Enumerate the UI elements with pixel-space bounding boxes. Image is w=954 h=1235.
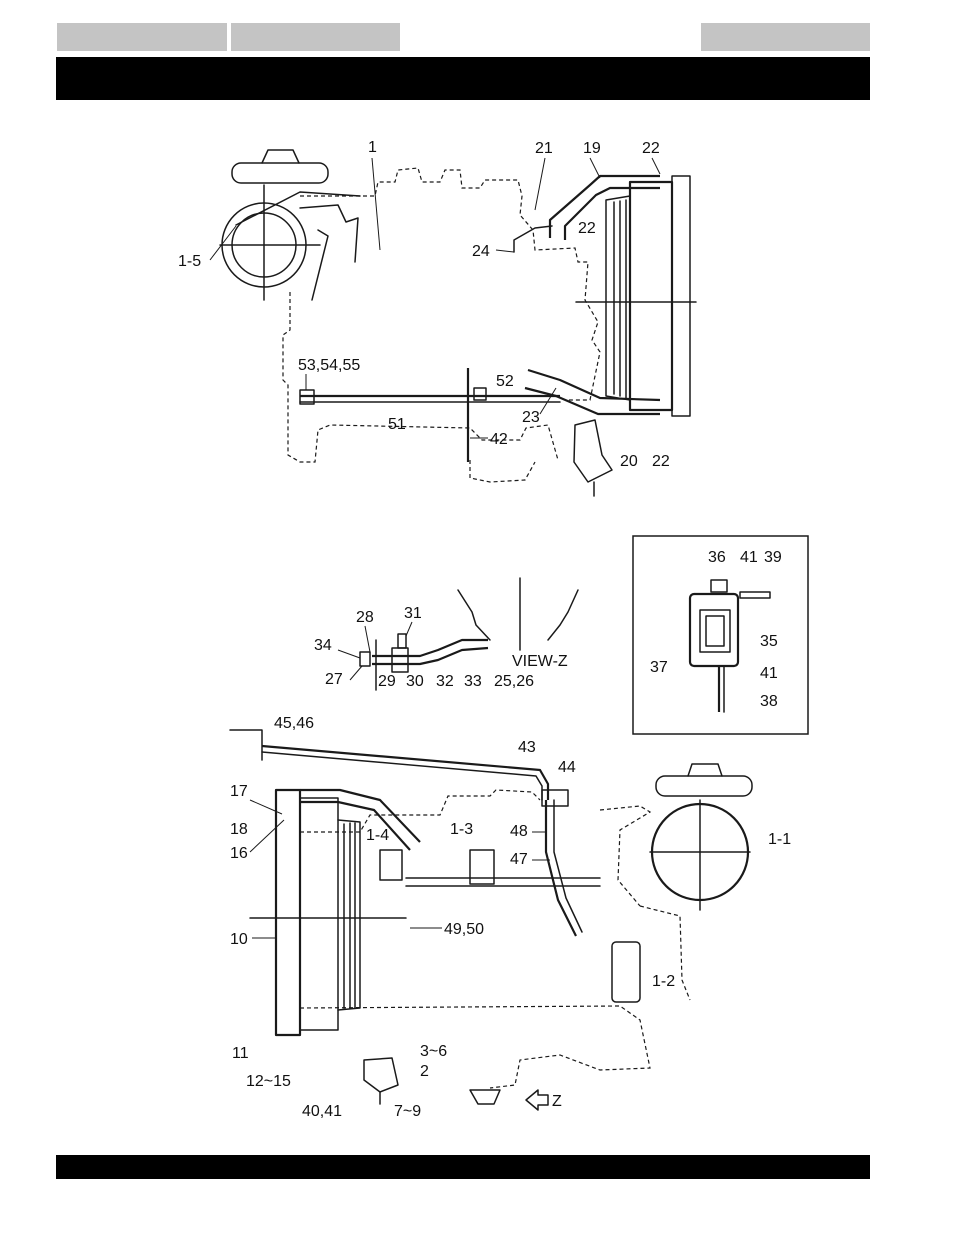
inset-box: 36 41 39 35 37 41 38 — [633, 536, 808, 734]
svg-text:16: 16 — [230, 845, 248, 862]
svg-text:1-5: 1-5 — [178, 253, 201, 270]
svg-text:30: 30 — [406, 673, 424, 690]
svg-text:43: 43 — [518, 739, 536, 756]
svg-text:28: 28 — [356, 609, 374, 626]
svg-text:10: 10 — [230, 931, 248, 948]
svg-text:1-1: 1-1 — [768, 831, 791, 848]
radiator-core-lower — [276, 790, 300, 1035]
view-z-caption: VIEW-Z — [512, 653, 568, 670]
radiator-core — [630, 182, 672, 410]
lower-view: Z 45,46 43 44 17 18 16 1-4 1-3 48 47 1-1… — [230, 715, 791, 1120]
svg-text:25,26: 25,26 — [494, 673, 534, 690]
svg-text:22: 22 — [642, 140, 660, 157]
svg-text:32: 32 — [436, 673, 454, 690]
svg-text:18: 18 — [230, 821, 248, 838]
svg-text:51: 51 — [388, 416, 406, 433]
air-cleaner-cap — [232, 163, 328, 183]
svg-text:48: 48 — [510, 823, 528, 840]
svg-text:34: 34 — [314, 637, 332, 654]
svg-text:22: 22 — [578, 220, 596, 237]
svg-text:37: 37 — [650, 659, 668, 676]
svg-text:17: 17 — [230, 783, 248, 800]
svg-text:41: 41 — [740, 549, 758, 566]
svg-text:27: 27 — [325, 671, 343, 688]
svg-text:12~15: 12~15 — [246, 1073, 291, 1090]
svg-text:41: 41 — [760, 665, 778, 682]
svg-text:1-2: 1-2 — [652, 973, 675, 990]
svg-text:33: 33 — [464, 673, 482, 690]
svg-text:53,54,55: 53,54,55 — [298, 357, 360, 374]
svg-text:20: 20 — [620, 453, 638, 470]
svg-text:39: 39 — [764, 549, 782, 566]
svg-text:40,41: 40,41 — [302, 1103, 342, 1120]
svg-text:44: 44 — [558, 759, 576, 776]
svg-text:52: 52 — [496, 373, 514, 390]
svg-text:36: 36 — [708, 549, 726, 566]
svg-text:29: 29 — [378, 673, 396, 690]
svg-text:11: 11 — [232, 1045, 249, 1062]
svg-text:3~6: 3~6 — [420, 1043, 447, 1060]
reserve-tank — [690, 594, 738, 666]
svg-text:1-4: 1-4 — [366, 827, 389, 844]
svg-text:23: 23 — [522, 409, 540, 426]
svg-text:49,50: 49,50 — [444, 921, 484, 938]
svg-text:22: 22 — [652, 453, 670, 470]
svg-text:35: 35 — [760, 633, 778, 650]
view-z: 28 31 34 27 29 30 32 33 25,26 VIEW-Z — [314, 578, 578, 690]
svg-text:1-3: 1-3 — [450, 821, 473, 838]
svg-text:45,46: 45,46 — [274, 715, 314, 732]
svg-text:42: 42 — [490, 431, 508, 448]
svg-text:7~9: 7~9 — [394, 1103, 421, 1120]
arrow-z-label: Z — [552, 1093, 562, 1110]
svg-text:2: 2 — [420, 1063, 429, 1080]
svg-text:21: 21 — [535, 140, 553, 157]
svg-text:38: 38 — [760, 693, 778, 710]
svg-text:24: 24 — [472, 243, 490, 260]
upper-view: 1 1-5 21 19 22 22 24 53,54,55 52 51 42 2… — [178, 139, 696, 496]
svg-text:19: 19 — [583, 140, 601, 157]
svg-text:47: 47 — [510, 851, 528, 868]
svg-text:31: 31 — [404, 605, 422, 622]
label-1: 1 — [368, 139, 377, 156]
